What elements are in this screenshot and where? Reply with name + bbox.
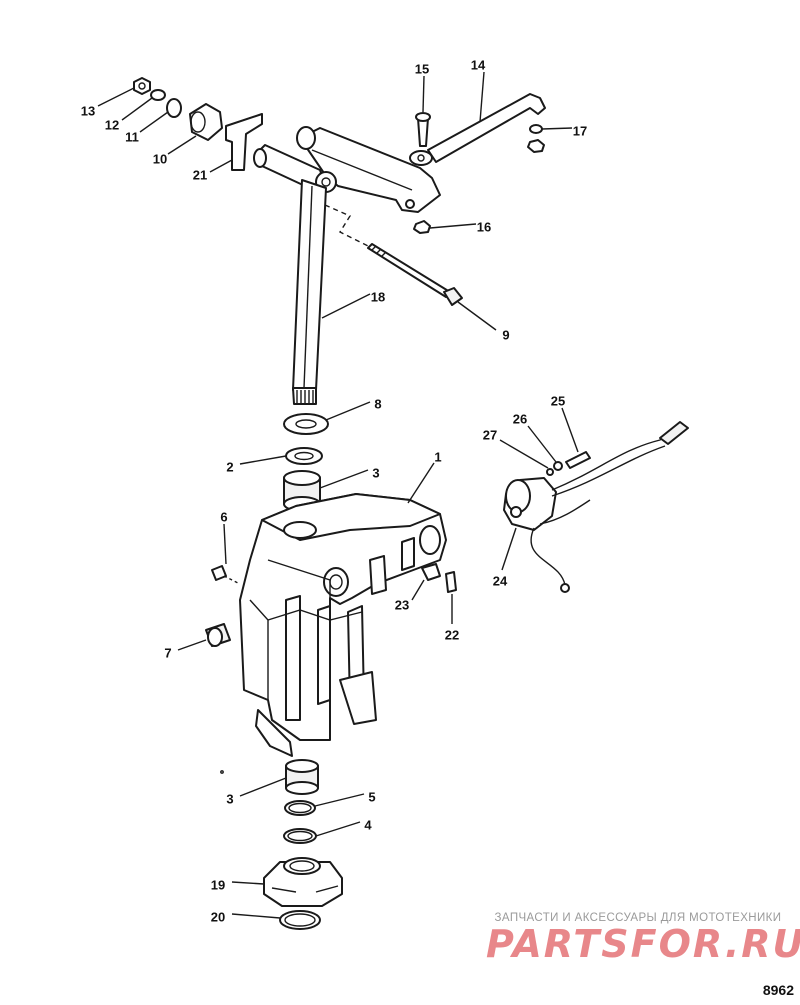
washer-26: [553, 461, 563, 471]
leader-c3a: [319, 469, 369, 489]
leader-c1: [407, 462, 435, 504]
clip-23: [421, 563, 457, 593]
callout-c26: 26: [513, 411, 527, 426]
leader-c6: [223, 523, 227, 565]
callout-c17: 17: [573, 123, 587, 138]
leader-c23: [411, 579, 425, 601]
callout-c3b: 3: [226, 791, 233, 806]
leader-c14: [479, 71, 485, 123]
leader-lines: [97, 71, 579, 919]
leader-c27: [499, 439, 549, 469]
callout-c23: 23: [395, 597, 409, 612]
washer-8: [283, 413, 329, 435]
link-rod: [409, 93, 546, 234]
callout-c14: 14: [471, 57, 486, 72]
callout-c1: 1: [434, 449, 441, 464]
washer-11: [166, 98, 182, 118]
leader-c11: [139, 111, 169, 133]
pin-7: [205, 623, 231, 647]
bearing-2: [285, 447, 323, 465]
callout-c20: 20: [211, 909, 225, 924]
watermark-brand: PARTSFOR.RU: [486, 922, 800, 966]
leader-c3b: [239, 777, 287, 797]
callout-c22: 22: [445, 627, 459, 642]
leader-c19: [231, 881, 265, 885]
long-bolt: [367, 243, 463, 306]
callout-c5: 5: [368, 789, 375, 804]
leader-c20: [231, 913, 281, 919]
upper-bearings: [283, 413, 329, 512]
callout-c18: 18: [371, 289, 385, 304]
leader-c2: [239, 455, 287, 465]
callout-c12: 12: [105, 117, 119, 132]
callout-c21: 21: [193, 167, 207, 182]
washer-17: [529, 124, 543, 134]
callout-c2: 2: [226, 459, 233, 474]
leader-c8: [325, 401, 371, 421]
callout-c19: 19: [211, 877, 225, 892]
hardware-top-left: [133, 77, 263, 171]
steering-shaft: [292, 179, 327, 405]
leader-c16: [429, 223, 477, 229]
screw-25: [565, 451, 591, 469]
leader-c15: [422, 75, 425, 113]
leader-c18: [321, 293, 371, 319]
bracket-21: [225, 113, 263, 171]
leader-c7: [177, 639, 207, 651]
leader-c9: [457, 301, 497, 331]
screw-22: [445, 571, 457, 593]
leader-c4: [315, 821, 361, 837]
callout-c6: 6: [220, 509, 227, 524]
callout-c7: 7: [164, 645, 171, 660]
leader-c5: [314, 793, 365, 807]
bushing-10: [189, 103, 223, 141]
callout-c16: 16: [477, 219, 491, 234]
nut-16a: [527, 139, 545, 153]
watermark-tagline: ЗАПЧАСТИ И АКСЕССУАРЫ ДЛЯ МОТОТЕХНИКИ: [494, 912, 782, 924]
leader-c26: [527, 425, 557, 463]
leader-c24: [501, 527, 517, 571]
callout-c11: 11: [125, 129, 139, 144]
callout-c25: 25: [551, 393, 565, 408]
callout-c9: 9: [502, 327, 509, 342]
callout-c15: 15: [415, 61, 429, 76]
leader-c12: [121, 97, 153, 121]
leader-c17: [541, 127, 573, 130]
phantom-line: [324, 204, 373, 249]
leader-c13: [97, 87, 135, 107]
callout-c13: 13: [81, 103, 95, 118]
steering-arm: [253, 126, 441, 213]
bolt-15: [417, 117, 429, 147]
callout-c10: 10: [153, 151, 167, 166]
grease-fitting-6: [211, 565, 241, 585]
nut-13: [133, 77, 151, 95]
callout-c4: 4: [364, 817, 372, 832]
trim-sender: [503, 421, 689, 593]
callout-c27: 27: [483, 427, 497, 442]
washer-12: [150, 89, 166, 101]
swivel-bracket: [239, 493, 447, 757]
leader-c21: [209, 159, 233, 173]
callout-c3a: 3: [372, 465, 379, 480]
washer-27: [546, 468, 554, 476]
lower-parts: [220, 759, 343, 930]
figure-number: 8962: [762, 982, 794, 998]
callout-c24: 24: [493, 573, 508, 588]
callout-c8: 8: [374, 396, 381, 411]
leader-c25: [561, 407, 579, 453]
nut-16b: [413, 220, 431, 234]
leader-c10: [167, 135, 197, 155]
